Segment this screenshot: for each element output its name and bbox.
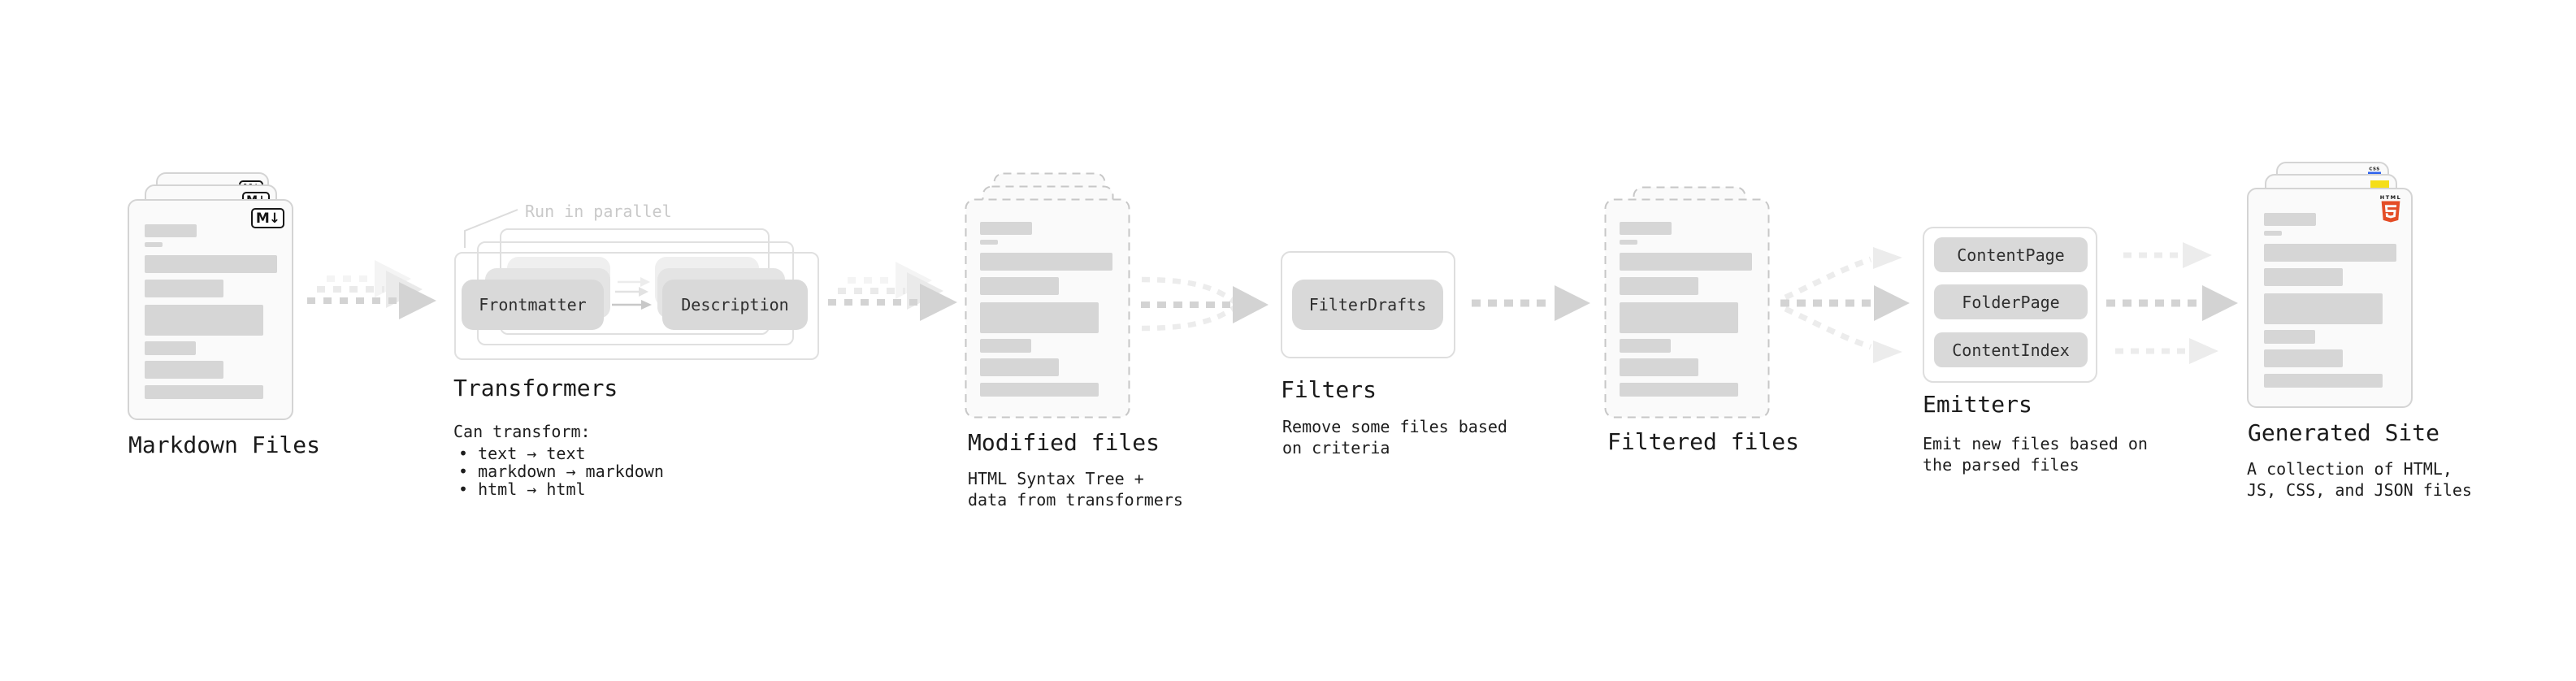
css-icon-underline <box>2368 171 2381 174</box>
placeholder-line <box>2264 293 2383 324</box>
description-line: JS, CSS, and JSON files <box>2247 480 2472 500</box>
transformer-frame-front <box>454 252 819 360</box>
description-line: Remove some files based <box>1282 417 1507 436</box>
description-line: data from transformers <box>968 490 1183 510</box>
emitters-title: Emitters <box>1923 391 2032 418</box>
placeholder-line <box>145 361 223 379</box>
emitters-description: Emit new files based on the parsed files <box>1923 433 2148 475</box>
placeholder-line <box>2264 349 2343 367</box>
placeholder-line <box>1620 302 1738 333</box>
generated-site-description: A collection of HTML, JS, CSS, and JSON … <box>2247 458 2472 501</box>
arrow-markdown-to-transformers <box>307 260 436 319</box>
placeholder-line <box>2264 213 2316 226</box>
generated-site-label: Generated Site <box>2248 419 2440 446</box>
contentindex-chip: ContentIndex <box>1934 332 2088 367</box>
description-chip: Description <box>662 280 808 330</box>
placeholder-line <box>980 302 1099 333</box>
placeholder-line <box>980 253 1112 271</box>
description-line: A collection of HTML, <box>2247 459 2452 479</box>
css-icon: CSS <box>2368 167 2381 174</box>
placeholder-line <box>2264 231 2282 236</box>
placeholder-line <box>145 224 197 237</box>
arrow-filtered-to-emitters <box>1780 247 1910 363</box>
placeholder-line <box>1620 339 1671 353</box>
placeholder-line <box>1620 222 1672 235</box>
placeholder-line <box>2264 268 2343 286</box>
description-line: HTML Syntax Tree + <box>968 469 1144 488</box>
transformer-bullet: • text → text <box>458 444 586 463</box>
placeholder-line <box>2264 244 2396 262</box>
run-in-parallel-note: Run in parallel <box>525 202 672 221</box>
arrow-emitters-to-generated <box>2106 242 2238 364</box>
filters-title: Filters <box>1281 376 1377 403</box>
placeholder-line <box>145 242 163 247</box>
transformers-bullet-list: • text → text • markdown → markdown • ht… <box>458 445 664 498</box>
modified-file-card-front <box>965 198 1130 419</box>
transformer-bullet: • markdown → markdown <box>458 462 664 481</box>
modified-files-label: Modified files <box>968 429 1160 456</box>
placeholder-line <box>1620 277 1698 295</box>
modified-files-description: HTML Syntax Tree + data from transformer… <box>968 468 1183 510</box>
description-line: Emit new files based on <box>1923 434 2148 453</box>
placeholder-line <box>145 305 263 336</box>
generated-html-card: HTML <box>2247 188 2413 408</box>
css-icon-label: CSS <box>2369 166 2380 171</box>
placeholder-line <box>145 255 277 273</box>
placeholder-line <box>145 280 223 297</box>
placeholder-line <box>980 240 998 245</box>
placeholder-line <box>980 222 1032 235</box>
markdown-icon: M↓ <box>251 208 284 228</box>
arrow-transformers-to-modified <box>828 262 957 321</box>
transformer-bullet: • html → html <box>458 479 586 499</box>
html5-icon: HTML <box>2379 195 2403 223</box>
frontmatter-chip: Frontmatter <box>462 280 604 330</box>
placeholder-line <box>145 385 263 399</box>
transformers-description: Can transform: <box>453 422 591 441</box>
placeholder-line <box>1620 383 1738 397</box>
markdown-files-label: Markdown Files <box>128 432 321 458</box>
placeholder-line <box>145 341 196 355</box>
filterdrafts-chip: FilterDrafts <box>1292 280 1443 330</box>
html5-icon-label: HTML <box>2379 194 2402 201</box>
placeholder-line <box>1620 240 1637 245</box>
contentpage-chip: ContentPage <box>1934 237 2088 272</box>
arrow-filters-to-filtered <box>1472 285 1590 321</box>
arrow-modified-to-filters <box>1141 276 1268 332</box>
filtered-files-label: Filtered files <box>1607 428 1800 455</box>
placeholder-line <box>980 277 1059 295</box>
filters-description: Remove some files based on criteria <box>1282 416 1507 458</box>
placeholder-line <box>980 339 1031 353</box>
filtered-file-card-front <box>1604 198 1770 419</box>
html5-icon-shield <box>2381 201 2400 223</box>
markdown-file-card-front: M↓ <box>128 199 293 420</box>
placeholder-line <box>980 383 1099 397</box>
placeholder-line <box>1620 358 1698 376</box>
placeholder-line <box>1620 253 1752 271</box>
transformers-title: Transformers <box>453 375 618 401</box>
placeholder-line <box>980 358 1059 376</box>
description-line: on criteria <box>1282 438 1390 458</box>
description-line: the parsed files <box>1923 455 2079 475</box>
folderpage-chip: FolderPage <box>1934 284 2088 319</box>
placeholder-line <box>2264 374 2383 388</box>
placeholder-line <box>2264 330 2315 344</box>
